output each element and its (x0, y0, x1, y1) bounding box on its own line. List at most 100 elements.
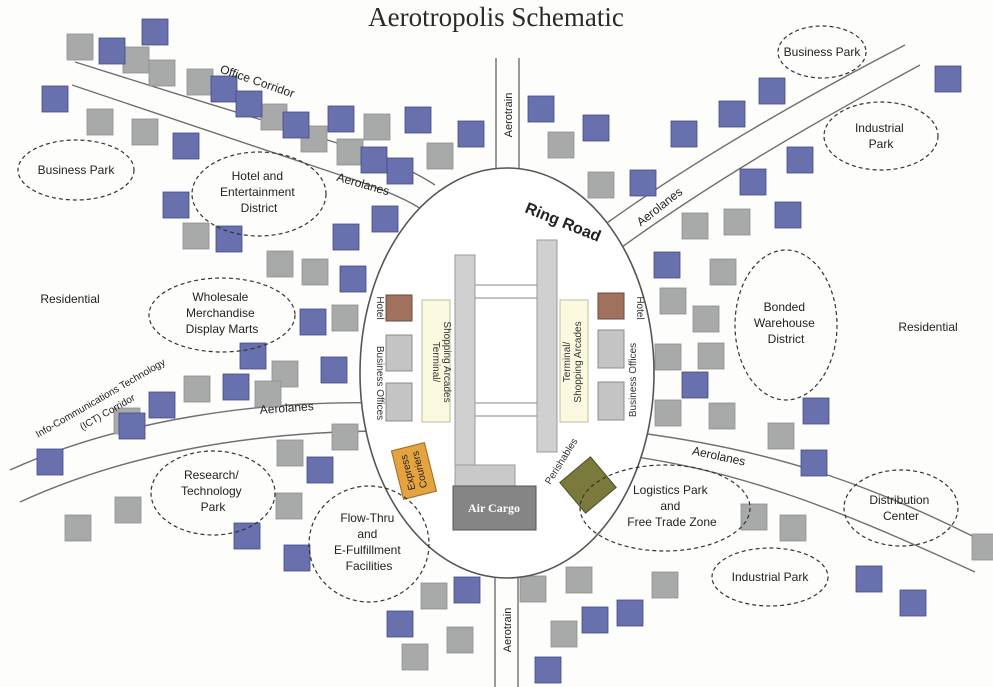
gray-building-block (122, 46, 150, 74)
gray-building-block (659, 287, 687, 315)
flow-thru-label: Flow-Thru and E-Fulfillment Facilities (334, 511, 404, 573)
gray-building-block (300, 125, 328, 153)
blue-building-block (118, 412, 146, 440)
bonded-warehouse-line1: Bonded (764, 300, 805, 314)
hotel-entertainment-outline (191, 151, 327, 237)
gray-building-block (681, 212, 709, 240)
logistics-outline (579, 464, 751, 552)
hotel-entertainment-line1: Hotel and (232, 169, 283, 183)
terminal-left-line2: Shopping Arcades (441, 321, 452, 402)
gray-building-block (363, 113, 391, 141)
terminal-left (421, 299, 451, 423)
gray-building-block (336, 138, 364, 166)
gray-building-block (401, 643, 429, 671)
blue-building-block (282, 111, 310, 139)
blue-building-block (386, 610, 414, 638)
blue-building-block (210, 75, 238, 103)
blue-building-block (299, 308, 327, 336)
blue-building-block (718, 100, 746, 128)
research-outline (150, 450, 276, 536)
hotel-right-building (597, 292, 625, 320)
gray-building-block (565, 566, 593, 594)
diagram-title: Aerotropolis Schematic (368, 2, 624, 32)
gray-building-block (266, 250, 294, 278)
gray-building-block (740, 503, 768, 531)
gray-building-block (767, 422, 795, 450)
blue-building-block (371, 205, 399, 233)
blue-building-block (36, 448, 64, 476)
wholesale-line2: Merchandise (186, 306, 255, 320)
business-offices-left-label: Business Offices (374, 346, 385, 420)
blue-building-block (527, 95, 555, 123)
blue-building-block (141, 18, 169, 46)
blue-building-block (327, 105, 355, 133)
blue-building-block (222, 373, 250, 401)
blue-building-block (855, 565, 883, 593)
terminal-right (559, 299, 589, 423)
blue-building-block (98, 37, 126, 65)
blue-building-block (172, 132, 200, 160)
blue-building-block (899, 589, 927, 617)
gray-building-block (114, 496, 142, 524)
blue-building-block (774, 201, 802, 229)
terminal-left-line1: Terminal/ (430, 342, 441, 383)
hotel-entertainment-label: Hotel and Entertainment District (220, 169, 298, 215)
perishables-building (559, 456, 617, 514)
perishables (559, 456, 617, 514)
gray-building-block (723, 208, 751, 236)
gray-building-block (971, 533, 993, 561)
blue-building-block (681, 371, 709, 399)
residential-west-label: Residential (40, 292, 99, 306)
business-park-ne-label: Business Park (784, 45, 862, 59)
blue-building-block (306, 456, 334, 484)
gray-building-block (779, 514, 807, 542)
gray-building-block (692, 305, 720, 333)
gray-building-block (654, 343, 682, 371)
concourse-right (536, 239, 558, 453)
research-line2: Technology (181, 484, 242, 498)
gray-building-block (275, 492, 303, 520)
bonded-warehouse-line3: District (768, 332, 805, 346)
bonded-warehouse-label: Bonded Warehouse District (754, 300, 818, 346)
development-blocks (36, 18, 993, 684)
blue-building-block (332, 223, 360, 251)
gray-building-block (654, 399, 682, 427)
road-network (9, 44, 991, 687)
business-park-ne-line1: Business Park (784, 45, 862, 59)
industrial-park-se-outline (711, 547, 829, 607)
gray-building-block (331, 423, 359, 451)
blue-building-block (233, 522, 261, 550)
gray-building-block (254, 380, 282, 408)
blue-building-block (534, 656, 562, 684)
gray-building-block (550, 620, 578, 648)
business-office-left-2 (385, 382, 413, 422)
blue-building-block (802, 397, 830, 425)
gray-building-block (131, 118, 159, 146)
wholesale-line3: Display Marts (186, 322, 259, 336)
gray-building-block (709, 258, 737, 286)
blue-building-block (616, 599, 644, 627)
blue-building-block (239, 342, 267, 370)
business-office-left-1 (385, 334, 413, 372)
business-office-right-2 (597, 381, 625, 421)
blue-building-block (215, 225, 243, 253)
business-offices-right-label: Business Offices (628, 343, 639, 417)
blue-building-block (386, 157, 414, 185)
aerolanes-nw-label: Aerolanes (335, 170, 391, 198)
blue-building-block (283, 544, 311, 572)
blue-building-block (581, 606, 609, 634)
air-cargo-building (452, 485, 537, 531)
research-line3: Park (201, 500, 227, 514)
air-cargo-label: Air Cargo (468, 501, 520, 515)
gray-building-block (708, 402, 736, 430)
office-corridor-road-lower (71, 84, 426, 213)
gray-building-block (64, 514, 92, 542)
blue-building-block (582, 114, 610, 142)
terminal-right-line1: Terminal/ (562, 342, 573, 383)
industrial-park-se-label: Industrial Park (732, 570, 810, 584)
business-park-nw-label: Business Park (38, 163, 116, 177)
hotel-left-label: Hotel (374, 296, 385, 319)
cargo-apron (454, 464, 516, 488)
ict-corridor-label-line1: Info-Communications Technology (34, 357, 167, 440)
